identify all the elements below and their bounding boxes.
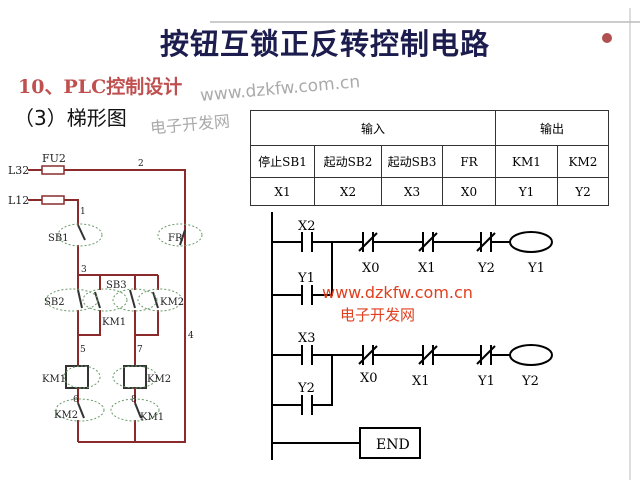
io-assignment-table: 输入 输出 停止SB1 起动SB2 起动SB3 FR KM1 KM2 X1 X2… (250, 110, 609, 206)
label-fu2: FU2 (42, 152, 66, 165)
label-km2-coil: KM2 (147, 374, 171, 385)
name-cell: KM1 (495, 145, 558, 178)
ladder-x1-1: X1 (418, 261, 436, 276)
name-cell: 起动SB3 (381, 145, 443, 178)
end-box (359, 427, 421, 459)
address-cell: Y1 (495, 177, 558, 206)
label-km1-interlock: KM1 (140, 412, 164, 423)
watermark-name-center: 电子开发网 (340, 306, 416, 324)
header-input: 输入 (250, 110, 496, 146)
component-highlights (45, 223, 203, 422)
address-cell: X0 (442, 177, 496, 206)
node-8: 8 (131, 395, 137, 405)
section-heading: 10、PLC控制设计 (18, 76, 183, 98)
ladder-y2-hold: Y2 (297, 381, 315, 396)
label-km1-coil: KM1 (42, 374, 66, 385)
label-km1-hold: KM1 (102, 317, 126, 328)
ladder-y2-nc: Y2 (477, 261, 495, 276)
address-cell: X1 (250, 177, 315, 206)
header-output: 输出 (495, 110, 609, 146)
bullet-dot (602, 33, 612, 43)
page-title: 按钮互锁正反转控制电路 (160, 27, 491, 61)
address-cell: X2 (314, 177, 382, 206)
label-sb1: SB1 (48, 233, 69, 244)
name-cell: KM2 (557, 145, 609, 178)
ladder-y1-nc: Y1 (477, 374, 495, 389)
ladder-diagram (271, 212, 553, 460)
ladder-coil-y1: Y1 (527, 261, 545, 276)
node-7: 7 (137, 345, 143, 355)
label-km2-interlock: KM2 (54, 410, 78, 421)
ladder-x0-2: X0 (360, 371, 378, 386)
subsection-heading: （3）梯形图 (14, 106, 127, 130)
name-cell: 起动SB2 (314, 145, 382, 178)
label-fr: FR (168, 233, 183, 244)
node-3: 3 (81, 265, 87, 275)
label-l12: L12 (8, 194, 29, 207)
address-cell: Y2 (557, 177, 609, 206)
node-2: 2 (138, 159, 144, 169)
node-4: 4 (188, 331, 194, 341)
node-5: 5 (80, 345, 86, 355)
ladder-x0-1: X0 (362, 261, 380, 276)
name-cell: FR (442, 145, 496, 178)
address-cell: X3 (381, 177, 443, 206)
ladder-x1-2: X1 (412, 374, 430, 389)
label-km2-hold: KM2 (160, 297, 184, 308)
label-sb3: SB3 (106, 280, 127, 291)
label-l32: L32 (8, 164, 29, 177)
ladder-y1-hold: Y1 (297, 271, 315, 286)
label-sb2: SB2 (44, 297, 65, 308)
node-6: 6 (73, 395, 79, 405)
ladder-end: END (376, 437, 410, 453)
nc-contacts (358, 231, 496, 366)
ladder-x2: X2 (298, 219, 316, 234)
relay-circuit (28, 165, 186, 443)
ladder-coil-y2: Y2 (521, 374, 539, 389)
node-1: 1 (80, 207, 86, 217)
ladder-x3: X3 (298, 331, 316, 346)
watermark-url-center: www.dzkfw.com.cn (322, 283, 473, 302)
name-cell: 停止SB1 (250, 145, 315, 178)
